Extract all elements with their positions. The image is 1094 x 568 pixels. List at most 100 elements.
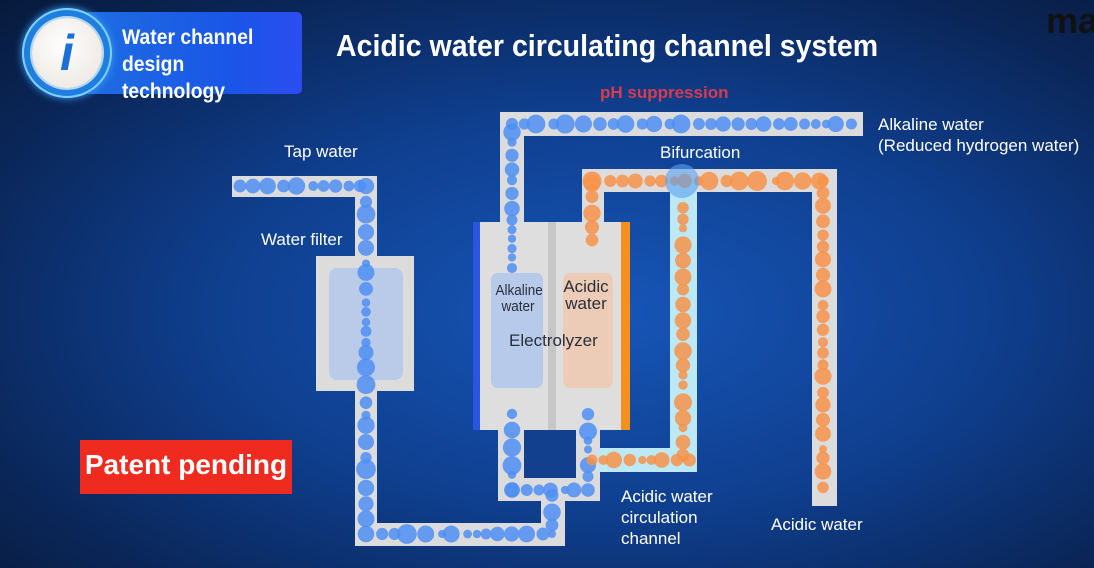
alkaline-output-line-2: (Reduced hydrogen water): [878, 136, 1080, 155]
water-bubble: [729, 171, 749, 191]
water-bubble: [627, 173, 643, 189]
water-bubble: [593, 117, 607, 131]
water-bubble: [357, 224, 375, 241]
water-bubble: [545, 518, 559, 532]
water-bubble: [678, 224, 688, 233]
page-title: Acidic water circulating channel system: [336, 28, 879, 63]
water-bubble: [775, 171, 795, 191]
water-bubble: [674, 410, 692, 427]
electrolyzer: [473, 222, 630, 430]
water-bubble: [675, 434, 691, 450]
water-bubble: [555, 114, 575, 134]
water-bubble: [504, 200, 520, 217]
water-bubble: [675, 296, 691, 313]
water-bubble: [328, 179, 343, 193]
ph-suppression-label: pH suppression: [600, 83, 729, 102]
water-bubble: [655, 174, 668, 188]
water-bubble: [317, 180, 330, 192]
water-bubble: [547, 529, 557, 539]
water-bubble: [585, 190, 599, 203]
water-bubble: [358, 344, 374, 361]
water-bubble: [636, 118, 649, 130]
water-bubble: [356, 358, 376, 377]
bifurcation-label: Bifurcation: [660, 143, 741, 162]
water-bubble: [359, 281, 373, 296]
water-bubble: [816, 323, 830, 336]
alkaline-chamber-line-2: water: [501, 298, 535, 315]
water-bubble: [816, 451, 830, 465]
water-bubble: [644, 175, 656, 187]
water-bubble: [357, 479, 375, 497]
water-bubble: [361, 307, 371, 317]
water-bubble: [598, 455, 609, 465]
water-bubble: [623, 453, 636, 467]
water-bubble: [505, 186, 519, 201]
water-bubble: [817, 346, 829, 359]
water-bubble: [502, 438, 522, 457]
water-bubble: [505, 117, 519, 131]
water-bubble: [674, 268, 692, 286]
alkaline-output-line-1: Alkaline water: [878, 115, 984, 134]
water-bubble: [675, 252, 691, 269]
water-bubble: [503, 421, 521, 439]
alkaline-chamber-line-1: Alkaline: [495, 282, 543, 299]
water-bubble: [472, 529, 482, 539]
water-bubble: [674, 312, 692, 329]
acidic-chamber-line-2: water: [565, 294, 607, 313]
circulation-line-2: circulation: [621, 508, 698, 527]
water-bubble: [653, 452, 670, 468]
water-bubble: [815, 425, 831, 442]
water-bubble: [817, 386, 829, 399]
water-bubble: [396, 524, 417, 544]
water-bubble: [674, 236, 692, 254]
acidic-output-label: Acidic water: [771, 515, 863, 534]
water-bubble: [463, 529, 472, 539]
water-bubble: [357, 433, 375, 450]
water-bubble: [360, 325, 372, 337]
water-bubble: [566, 482, 582, 498]
water-bubble: [817, 481, 829, 494]
water-bubble: [502, 456, 522, 475]
water-bubble: [277, 179, 290, 193]
water-bubble: [815, 197, 831, 214]
water-bubble: [543, 503, 561, 522]
water-bubble: [816, 240, 830, 254]
water-bubble: [815, 267, 831, 283]
water-bubble: [533, 484, 545, 496]
water-bubble: [376, 527, 389, 541]
water-bubble: [645, 115, 663, 133]
water-bubble: [814, 367, 832, 385]
circulation-channel-label: Acidic water circulation channel: [621, 486, 713, 549]
water-bubble: [818, 445, 828, 454]
water-bubble: [506, 214, 518, 226]
water-bubble: [745, 118, 758, 130]
acidic-chamber: [563, 273, 613, 388]
water-bubble: [817, 175, 829, 187]
acidic-chamber-label: Acidic water: [561, 278, 611, 312]
water-bubble: [816, 186, 830, 200]
water-bubble: [357, 177, 375, 195]
water-bubble: [584, 220, 600, 235]
bifurcation-marker: [665, 164, 699, 198]
water-bubble: [693, 118, 705, 130]
water-bubble: [817, 359, 829, 371]
badge-line-1: Water channel: [122, 26, 254, 49]
water-bubble: [674, 393, 692, 412]
water-bubble: [646, 455, 657, 465]
water-bubble: [574, 115, 592, 133]
acidic-chamber-line-1: Acidic: [563, 277, 609, 296]
water-bubble: [343, 180, 355, 192]
water-bubble: [583, 445, 593, 454]
water-bubble: [505, 148, 519, 162]
water-bubble: [308, 181, 319, 191]
water-bubble: [233, 179, 247, 193]
water-bubble: [520, 483, 533, 497]
water-bubble: [793, 172, 812, 190]
water-bubble: [799, 118, 811, 130]
water-bubble: [845, 118, 857, 130]
water-bubble: [361, 317, 371, 327]
water-bubble: [480, 528, 492, 540]
circulation-line-1: Acidic water: [621, 487, 713, 506]
water-bubble: [359, 195, 373, 208]
